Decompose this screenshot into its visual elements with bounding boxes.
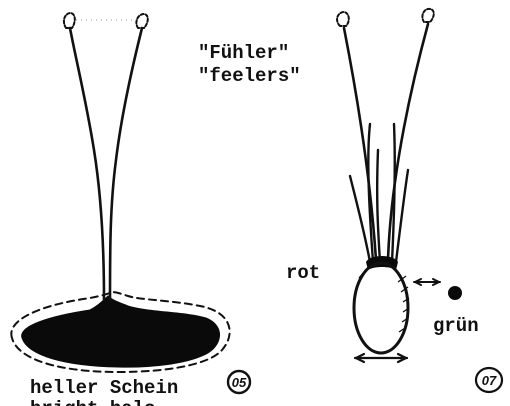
left-feeler-outer [70,28,104,300]
right-feeler-tip-left [337,12,349,26]
label-bright-halo-partial: bright halo [30,398,155,406]
label-gruen: grün [433,315,479,337]
left-feeler-tip-left [64,13,75,28]
oval-body [354,263,408,353]
side-double-arrow [414,279,440,285]
horizontal-double-arrow [355,354,407,362]
left-feeler-tip-right [136,14,147,28]
label-fuehler: "Fühler" [198,42,289,64]
right-feeler-tip-right [422,9,433,22]
label-heller-schein: heller Schein [30,377,178,399]
short-filament-1 [350,176,370,262]
green-light-dot [448,286,462,300]
short-filament-4 [396,170,408,262]
short-filament-5 [377,150,380,262]
label-feelers: "feelers" [198,65,301,87]
left-feeler-inner [110,28,142,300]
figure-number-07-text: 07 [482,373,497,388]
figure-number-05: 05 [228,371,250,393]
label-rot: rot [286,262,320,284]
figure-number-05-text: 05 [232,375,247,390]
figure-number-07: 07 [476,368,502,392]
